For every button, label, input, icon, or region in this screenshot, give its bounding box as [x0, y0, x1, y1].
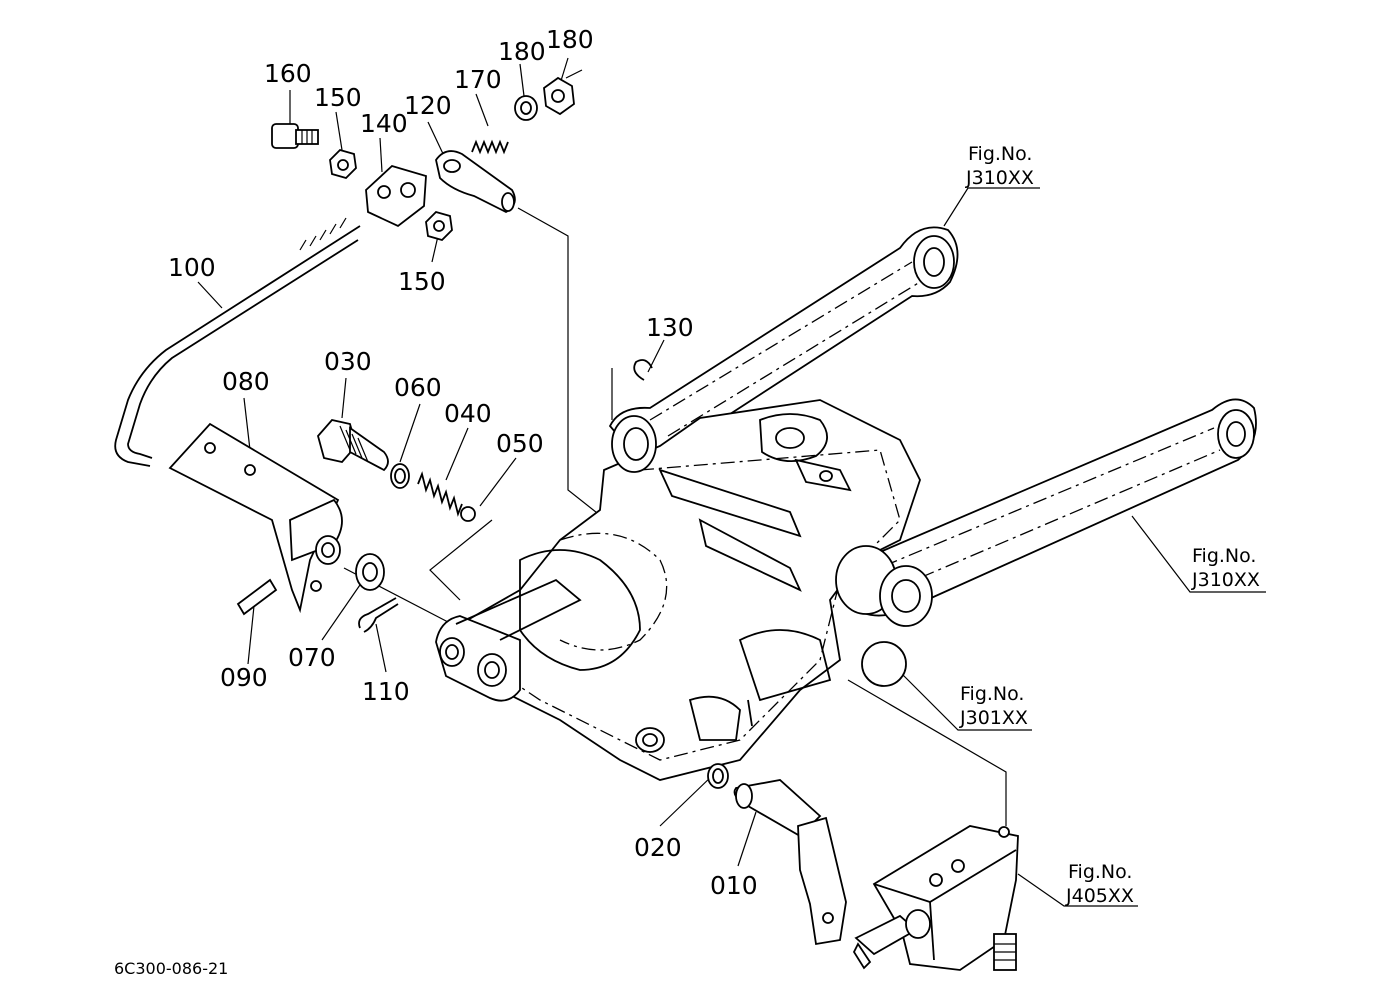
bracket-080: [168, 422, 343, 614]
part-label: 100: [168, 253, 216, 282]
leader-lines: [197, 57, 1266, 907]
pivot-boss-right: [835, 545, 933, 627]
part-label: 140: [360, 109, 408, 138]
o-ring-020: [707, 763, 729, 789]
plug-030: [317, 419, 389, 472]
fig-ref-line2: J310XX: [965, 167, 1034, 189]
fig-ref-line1: Fig.No.: [1068, 861, 1132, 883]
part-label: 090: [220, 663, 268, 692]
pin-090: [236, 578, 278, 616]
part-label: 120: [404, 91, 452, 120]
nut-150-lower: [425, 210, 453, 242]
fig-ref-line1: Fig.No.: [960, 683, 1024, 705]
ball-050: [460, 506, 476, 522]
part-label: 020: [634, 833, 682, 862]
pivot-boss-left: [611, 415, 657, 473]
drawing-code: 6C300-086-21: [114, 959, 228, 978]
o-ring-060: [390, 463, 410, 489]
hydraulic-housing: [435, 399, 921, 781]
part-label: 150: [314, 83, 362, 112]
part-label: 070: [288, 643, 336, 672]
part-label: 050: [496, 429, 544, 458]
part-label: 110: [362, 677, 410, 706]
part-label: 170: [454, 65, 502, 94]
part-label: 060: [394, 373, 442, 402]
rod-100: [114, 217, 361, 467]
nut-150-upper: [329, 148, 357, 180]
spring-170: [471, 139, 509, 155]
part-label: 180: [546, 25, 594, 54]
bolt-160: [271, 123, 319, 149]
snap-ring-130: [633, 359, 653, 381]
fig-ref-line2: J405XX: [1065, 885, 1134, 907]
fig-ref-line2: J310XX: [1191, 569, 1260, 591]
figure-references: Fig.No. J310XX Fig.No. J310XX Fig.No. J3…: [959, 143, 1260, 907]
fig-ref-line2: J301XX: [959, 707, 1028, 729]
part-label: 080: [222, 367, 270, 396]
washer-070: [355, 553, 385, 591]
fig-ref-line1: Fig.No.: [1192, 545, 1256, 567]
nuts-180: [514, 76, 575, 121]
clip-110: [358, 597, 399, 633]
part-label: 150: [398, 267, 446, 296]
part-label: 010: [710, 871, 758, 900]
part-label: 180: [498, 37, 546, 66]
clevis-120: [435, 150, 516, 214]
spring-040: [417, 471, 463, 517]
lift-arm-lower: [841, 398, 1257, 617]
part-label: 160: [264, 59, 312, 88]
lever-shaft-010: [733, 779, 847, 946]
part-label: 030: [324, 347, 372, 376]
part-label: 040: [444, 399, 492, 428]
part-labels: 160 150 140 120 170 180 180 150 100 130 …: [168, 25, 758, 900]
fig-ref-line1: Fig.No.: [968, 143, 1032, 165]
bracket-140: [365, 164, 427, 228]
part-label: 130: [646, 313, 694, 342]
cylinder-plug: [861, 641, 907, 687]
control-valve-block: [852, 825, 1019, 971]
